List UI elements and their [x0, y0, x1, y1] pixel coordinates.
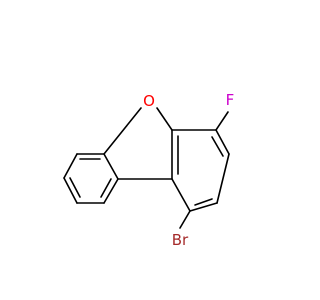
molecule-canvas: O F Br	[63, 91, 235, 249]
bond	[171, 178, 191, 212]
furan-ring	[103, 107, 173, 180]
fluorine-atom-label: F	[226, 91, 235, 109]
bond	[63, 153, 78, 179]
double-bond-inner	[69, 177, 81, 198]
double-bond-inner	[211, 136, 224, 157]
bond	[103, 107, 142, 155]
bond	[216, 153, 230, 204]
right-benzene-ring	[171, 129, 230, 212]
c-br-bond	[179, 210, 191, 229]
left-benzene-ring	[63, 153, 119, 204]
c-f-bond	[215, 111, 229, 131]
bond	[103, 178, 119, 204]
double-bond-inner	[194, 198, 213, 206]
molecule-structure: O F Br	[63, 91, 235, 249]
bond	[156, 107, 173, 131]
bond	[103, 153, 119, 180]
bromine-atom-label: Br	[172, 231, 189, 249]
oxygen-atom-label: O	[143, 92, 155, 110]
double-bond-inner	[100, 178, 112, 198]
bond	[215, 129, 230, 155]
bond	[63, 177, 78, 204]
bond	[189, 202, 218, 212]
